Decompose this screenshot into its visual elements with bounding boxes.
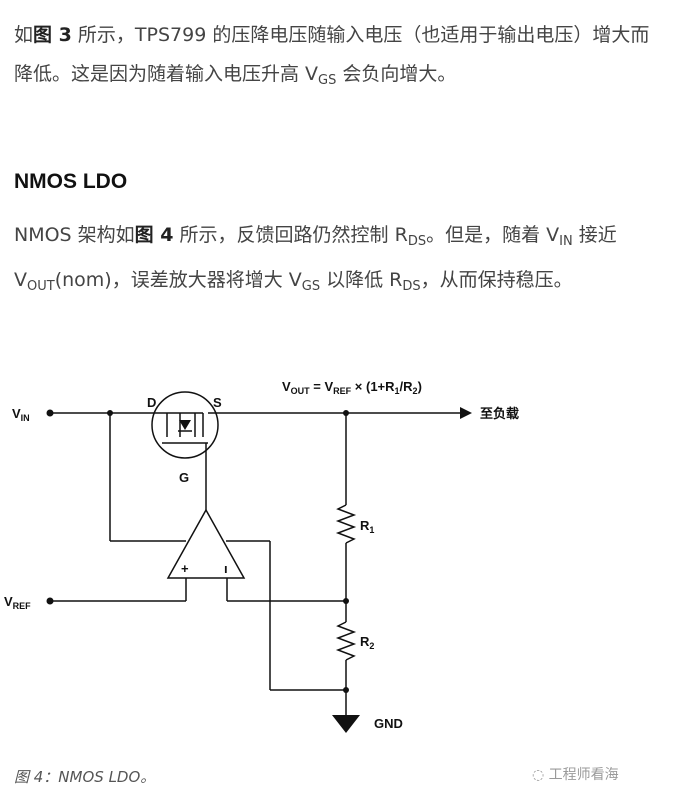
ground-icon xyxy=(332,715,360,733)
vref-terminal xyxy=(46,597,54,605)
minus-input-label: ı xyxy=(224,561,228,576)
wechat-icon: ◌ xyxy=(532,767,549,783)
gate-label: G xyxy=(179,470,189,485)
vref-label: VREF xyxy=(4,594,31,611)
load-arrow-icon xyxy=(460,407,472,419)
paragraph-1: 如图 3 所示，TPS799 的压降电压随输入电压（也适用于输出电压）增大而降低… xyxy=(14,24,650,88)
vin-terminal xyxy=(46,409,54,417)
r2-label: R2 xyxy=(360,634,374,651)
source-label: S xyxy=(213,395,222,410)
figure-caption: 图 4：NMOS LDO。 xyxy=(14,768,156,786)
paragraph-2: NMOS 架构如图 4 所示，反馈回路仍然控制 RDS。但是，随着 VIN 接近… xyxy=(14,224,617,294)
vout-equation: VOUT = VREF × (1+R1/R2) xyxy=(282,379,422,396)
figure-ref-3: 图 3 xyxy=(33,24,72,46)
figure-ref-4: 图 4 xyxy=(134,224,174,246)
watermark: ◌ 工程师看海 xyxy=(532,767,619,783)
error-amplifier xyxy=(166,508,246,579)
load-label: 至负载 xyxy=(480,406,519,422)
mosfet-circle xyxy=(151,391,219,459)
r1-label: R1 xyxy=(360,518,374,535)
drain-label: D xyxy=(147,395,156,410)
nmos-ldo-schematic: VIN VREF D S G VOUT = VREF × (1+R1/R2) 至… xyxy=(4,379,519,733)
r2-resistor xyxy=(335,621,357,661)
gnd-label: GND xyxy=(374,716,403,731)
r1-resistor xyxy=(335,504,357,544)
section-heading: NMOS LDO xyxy=(14,170,128,193)
diode-arrow-icon xyxy=(179,420,191,430)
vin-label: VIN xyxy=(12,406,30,423)
plus-input-label: + xyxy=(181,561,189,576)
